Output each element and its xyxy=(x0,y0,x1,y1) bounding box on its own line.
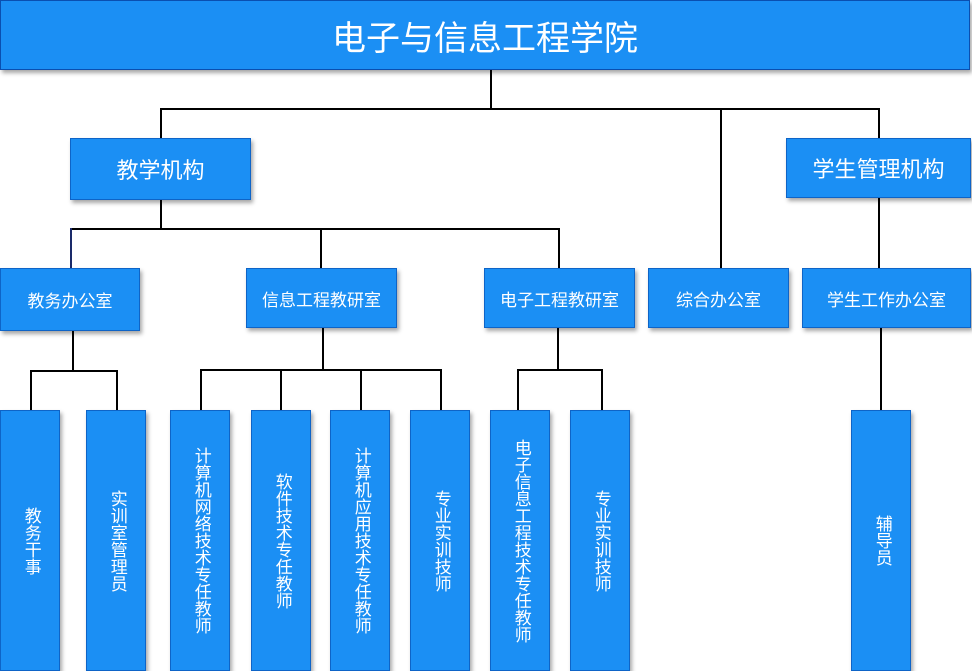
node-network-tech-teacher: 计算机网络技术专任教师 xyxy=(170,410,230,671)
connector xyxy=(30,370,32,410)
node-software-tech-teacher: 软件技术专任教师 xyxy=(251,410,311,671)
connector xyxy=(880,328,882,410)
node-label: 专业实训技师 xyxy=(430,489,451,592)
connector xyxy=(557,328,559,370)
connector xyxy=(440,369,442,410)
node-teaching-institution: 教学机构 xyxy=(70,138,251,200)
node-label: 辅导员 xyxy=(871,515,892,566)
node-label: 信息工程教研室 xyxy=(262,290,381,311)
connector xyxy=(517,369,519,410)
node-academic-office: 教务办公室 xyxy=(0,268,140,331)
connector xyxy=(517,369,603,371)
node-elec-lab-technician: 专业实训技师 xyxy=(570,410,630,671)
node-label: 专业实训技师 xyxy=(590,489,611,592)
connector xyxy=(360,369,362,410)
node-training-room-manager: 实训室管理员 xyxy=(86,410,146,671)
root-label: 电子与信息工程学院 xyxy=(332,18,638,59)
node-label: 学生工作办公室 xyxy=(827,290,946,311)
node-label: 软件技术专任教师 xyxy=(271,472,292,609)
connector xyxy=(878,198,880,268)
node-counselor: 辅导员 xyxy=(851,410,911,671)
root-node: 电子与信息工程学院 xyxy=(0,0,970,70)
connector xyxy=(878,108,880,138)
connector xyxy=(200,369,202,410)
node-label: 教学机构 xyxy=(116,159,205,184)
connector xyxy=(160,108,162,138)
connector xyxy=(72,331,74,371)
node-student-management: 学生管理机构 xyxy=(786,138,971,198)
connector xyxy=(558,228,560,268)
connector xyxy=(70,228,72,268)
connector xyxy=(322,328,324,370)
connector xyxy=(490,70,492,110)
node-label: 教务干事 xyxy=(20,506,41,575)
connector xyxy=(30,370,118,372)
connector xyxy=(116,370,118,410)
node-electronic-info-teacher: 电子信息工程技术专任教师 xyxy=(490,410,550,671)
connector xyxy=(280,369,282,410)
connector xyxy=(70,228,560,230)
connector xyxy=(200,369,442,371)
node-label: 计算机应用技术专任教师 xyxy=(350,447,371,634)
node-elec-eng-research: 电子工程教研室 xyxy=(484,268,635,328)
node-info-eng-research: 信息工程教研室 xyxy=(246,268,397,328)
node-label: 教务办公室 xyxy=(27,292,113,312)
node-label: 电子信息工程技术专任教师 xyxy=(510,438,531,643)
node-info-lab-technician: 专业实训技师 xyxy=(410,410,470,671)
node-app-tech-teacher: 计算机应用技术专任教师 xyxy=(330,410,390,671)
connector xyxy=(720,108,722,268)
node-general-office: 综合办公室 xyxy=(648,268,789,328)
node-label: 实训室管理员 xyxy=(106,489,127,592)
node-academic-clerk: 教务干事 xyxy=(0,410,60,671)
connector xyxy=(160,108,880,110)
connector xyxy=(601,369,603,410)
node-label: 电子工程教研室 xyxy=(500,290,619,311)
node-label: 计算机网络技术专任教师 xyxy=(190,447,211,634)
connector xyxy=(320,228,322,268)
node-label: 学生管理机构 xyxy=(812,158,945,183)
connector xyxy=(160,200,162,230)
node-label: 综合办公室 xyxy=(676,290,761,311)
node-student-work-office: 学生工作办公室 xyxy=(802,268,971,328)
